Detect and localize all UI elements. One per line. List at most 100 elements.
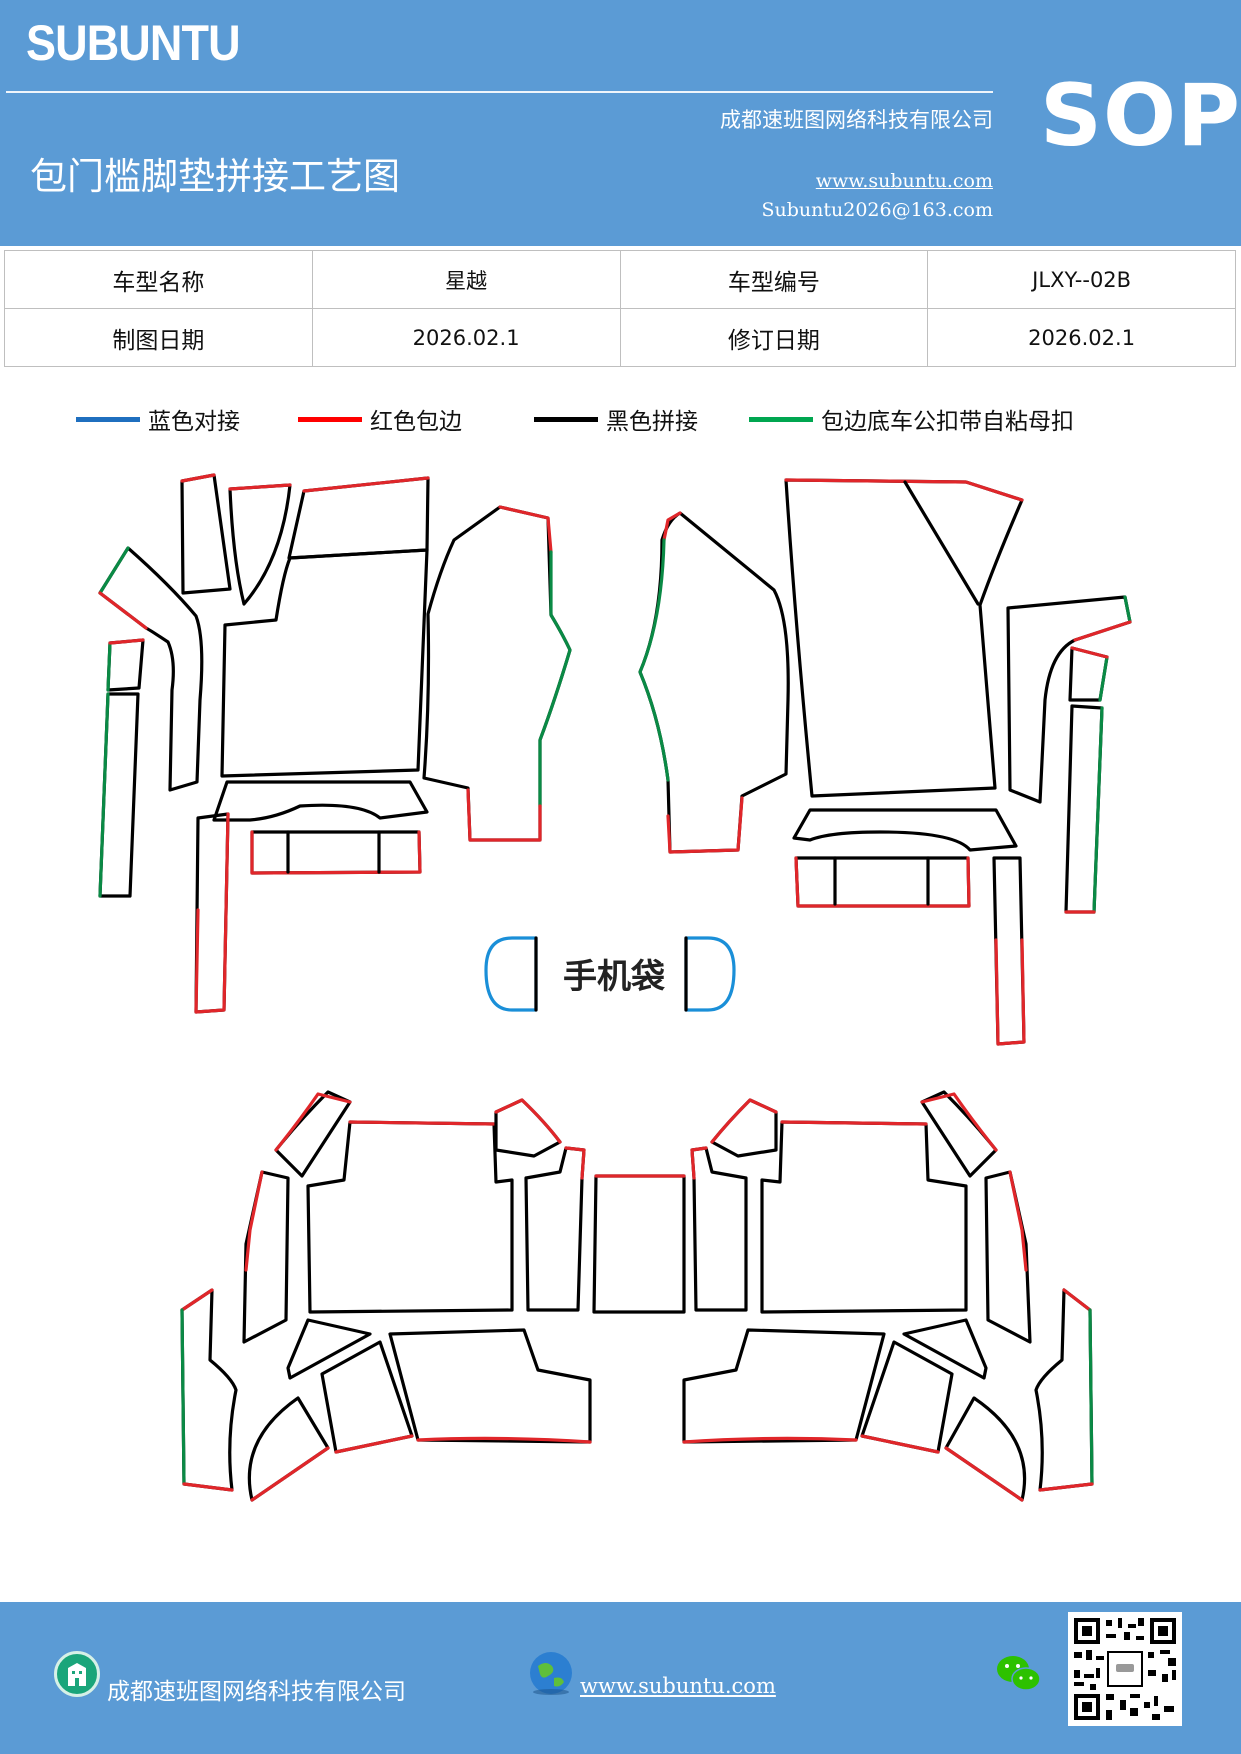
- red-edge: [194, 812, 230, 1014]
- mat-piece: [286, 1318, 372, 1380]
- phone-pocket-group: 手机袋: [484, 936, 736, 1012]
- red-edge: [860, 1434, 940, 1454]
- mat-piece: [212, 780, 429, 822]
- red-edge: [666, 796, 744, 854]
- red-edge: [180, 473, 216, 483]
- mat-piece: [242, 1170, 290, 1344]
- red-edge: [994, 938, 1026, 1046]
- mat-piece: [794, 856, 971, 908]
- mat-piece: [860, 1340, 954, 1454]
- draw-date-label: 制图日期: [4, 308, 313, 367]
- red-edge: [348, 1120, 496, 1126]
- qr-code: [1068, 1612, 1182, 1726]
- footer-website-link[interactable]: www.subuntu.com: [580, 1674, 776, 1698]
- red-edge: [498, 505, 553, 554]
- green-edge: [1088, 1308, 1094, 1486]
- red-edge: [466, 788, 542, 842]
- red-edge: [1073, 620, 1132, 642]
- mat-piece: [784, 478, 1024, 798]
- legend-label: 黑色拼接: [606, 409, 698, 435]
- mat-piece: [792, 808, 1018, 852]
- mat-piece: [220, 548, 429, 778]
- legend-swatch: [749, 416, 813, 422]
- mat-seam: [903, 480, 980, 606]
- red-edge: [228, 483, 292, 491]
- green-edge: [638, 538, 670, 782]
- red-edge: [416, 1436, 592, 1444]
- document-title: 包门槛脚垫拼接工艺图: [30, 155, 400, 198]
- green-edge: [1092, 706, 1104, 914]
- legend-swatch: [298, 416, 362, 422]
- red-edge: [794, 856, 971, 908]
- legend-swatch: [76, 416, 140, 422]
- green-edge: [180, 1308, 186, 1486]
- mat-piece: [682, 1328, 886, 1444]
- red-edge: [920, 1092, 998, 1152]
- legend-label: 蓝色对接: [148, 409, 240, 435]
- legend-item-black: 黑色拼接: [534, 402, 698, 436]
- green-edge: [1098, 655, 1109, 702]
- mat-piece: [180, 473, 232, 595]
- red-edge: [334, 1434, 414, 1454]
- website-link[interactable]: www.subuntu.com: [815, 170, 993, 192]
- footer-company-name: 成都速班图网络科技有限公司: [107, 1679, 406, 1705]
- red-edge: [494, 1098, 562, 1144]
- company-icon: [54, 1651, 100, 1697]
- draw-date-value: 2026.02.1: [311, 308, 621, 367]
- revision-date-label: 修订日期: [619, 308, 929, 367]
- model-code-value: JLXY--02B: [927, 250, 1236, 309]
- green-edge: [98, 692, 110, 898]
- green-edge: [106, 641, 112, 692]
- red-edge: [690, 1146, 708, 1180]
- model-name-label: 车型名称: [4, 250, 313, 309]
- red-edge: [1070, 646, 1109, 659]
- front-right-mat-group: [638, 478, 1132, 1046]
- mat-piece: [228, 483, 292, 606]
- globe-icon: [530, 1652, 572, 1695]
- red-edge: [108, 638, 145, 645]
- phone-pocket-label: 手机袋: [563, 957, 665, 997]
- red-edge: [682, 1436, 858, 1444]
- red-edge: [780, 1120, 928, 1126]
- mat-piece: [524, 1146, 586, 1312]
- green-edge: [98, 546, 130, 595]
- mat-piece: [760, 1120, 968, 1314]
- table-row: 车型名称 星越 车型编号 JLXY--02B: [4, 250, 1236, 309]
- mat-piece: [690, 1146, 748, 1312]
- floor-mat-diagram: 手机袋: [98, 473, 1132, 1502]
- red-edge: [564, 1146, 586, 1180]
- front-left-mat-group: [98, 473, 572, 1014]
- email-address: Subuntu2026@163.com: [761, 199, 993, 221]
- rear-left-mat-group: [180, 1090, 686, 1502]
- mat-piece: [422, 505, 572, 842]
- mat-piece: [250, 830, 422, 875]
- mat-piece: [98, 546, 204, 792]
- phone-pocket-left: [484, 936, 538, 1012]
- legend-label: 红色包边: [370, 409, 462, 435]
- mat-piece: [180, 1288, 238, 1492]
- legend-item-red: 红色包边: [298, 402, 462, 436]
- red-edge: [274, 1092, 352, 1152]
- mat-piece: [306, 1120, 514, 1314]
- mat-piece: [1034, 1288, 1094, 1492]
- red-edge: [98, 591, 148, 630]
- legend-label: 包边底车公扣带自粘母扣: [821, 409, 1074, 435]
- red-edge: [944, 1446, 1024, 1502]
- red-edge: [784, 478, 1024, 502]
- revision-date-value: 2026.02.1: [927, 308, 1236, 367]
- red-edge: [710, 1098, 778, 1144]
- red-edge: [1008, 1170, 1028, 1272]
- brand-logo: SUBUNTU: [26, 15, 241, 71]
- sop-badge: SOP: [1040, 66, 1241, 166]
- mat-piece: [592, 1174, 686, 1314]
- model-name-value: 星越: [311, 250, 621, 309]
- red-edge: [182, 1482, 234, 1492]
- red-edge: [662, 511, 682, 542]
- table-row: 制图日期 2026.02.1 修订日期 2026.02.1: [4, 308, 1236, 367]
- footer-banner: 成都速班图网络科技有限公司 www.subuntu.com: [0, 1602, 1241, 1754]
- model-code-label: 车型编号: [619, 250, 929, 309]
- green-edge: [538, 550, 572, 808]
- mat-piece: [944, 1396, 1027, 1502]
- legend-swatch: [534, 416, 598, 422]
- green-edge: [1123, 595, 1132, 624]
